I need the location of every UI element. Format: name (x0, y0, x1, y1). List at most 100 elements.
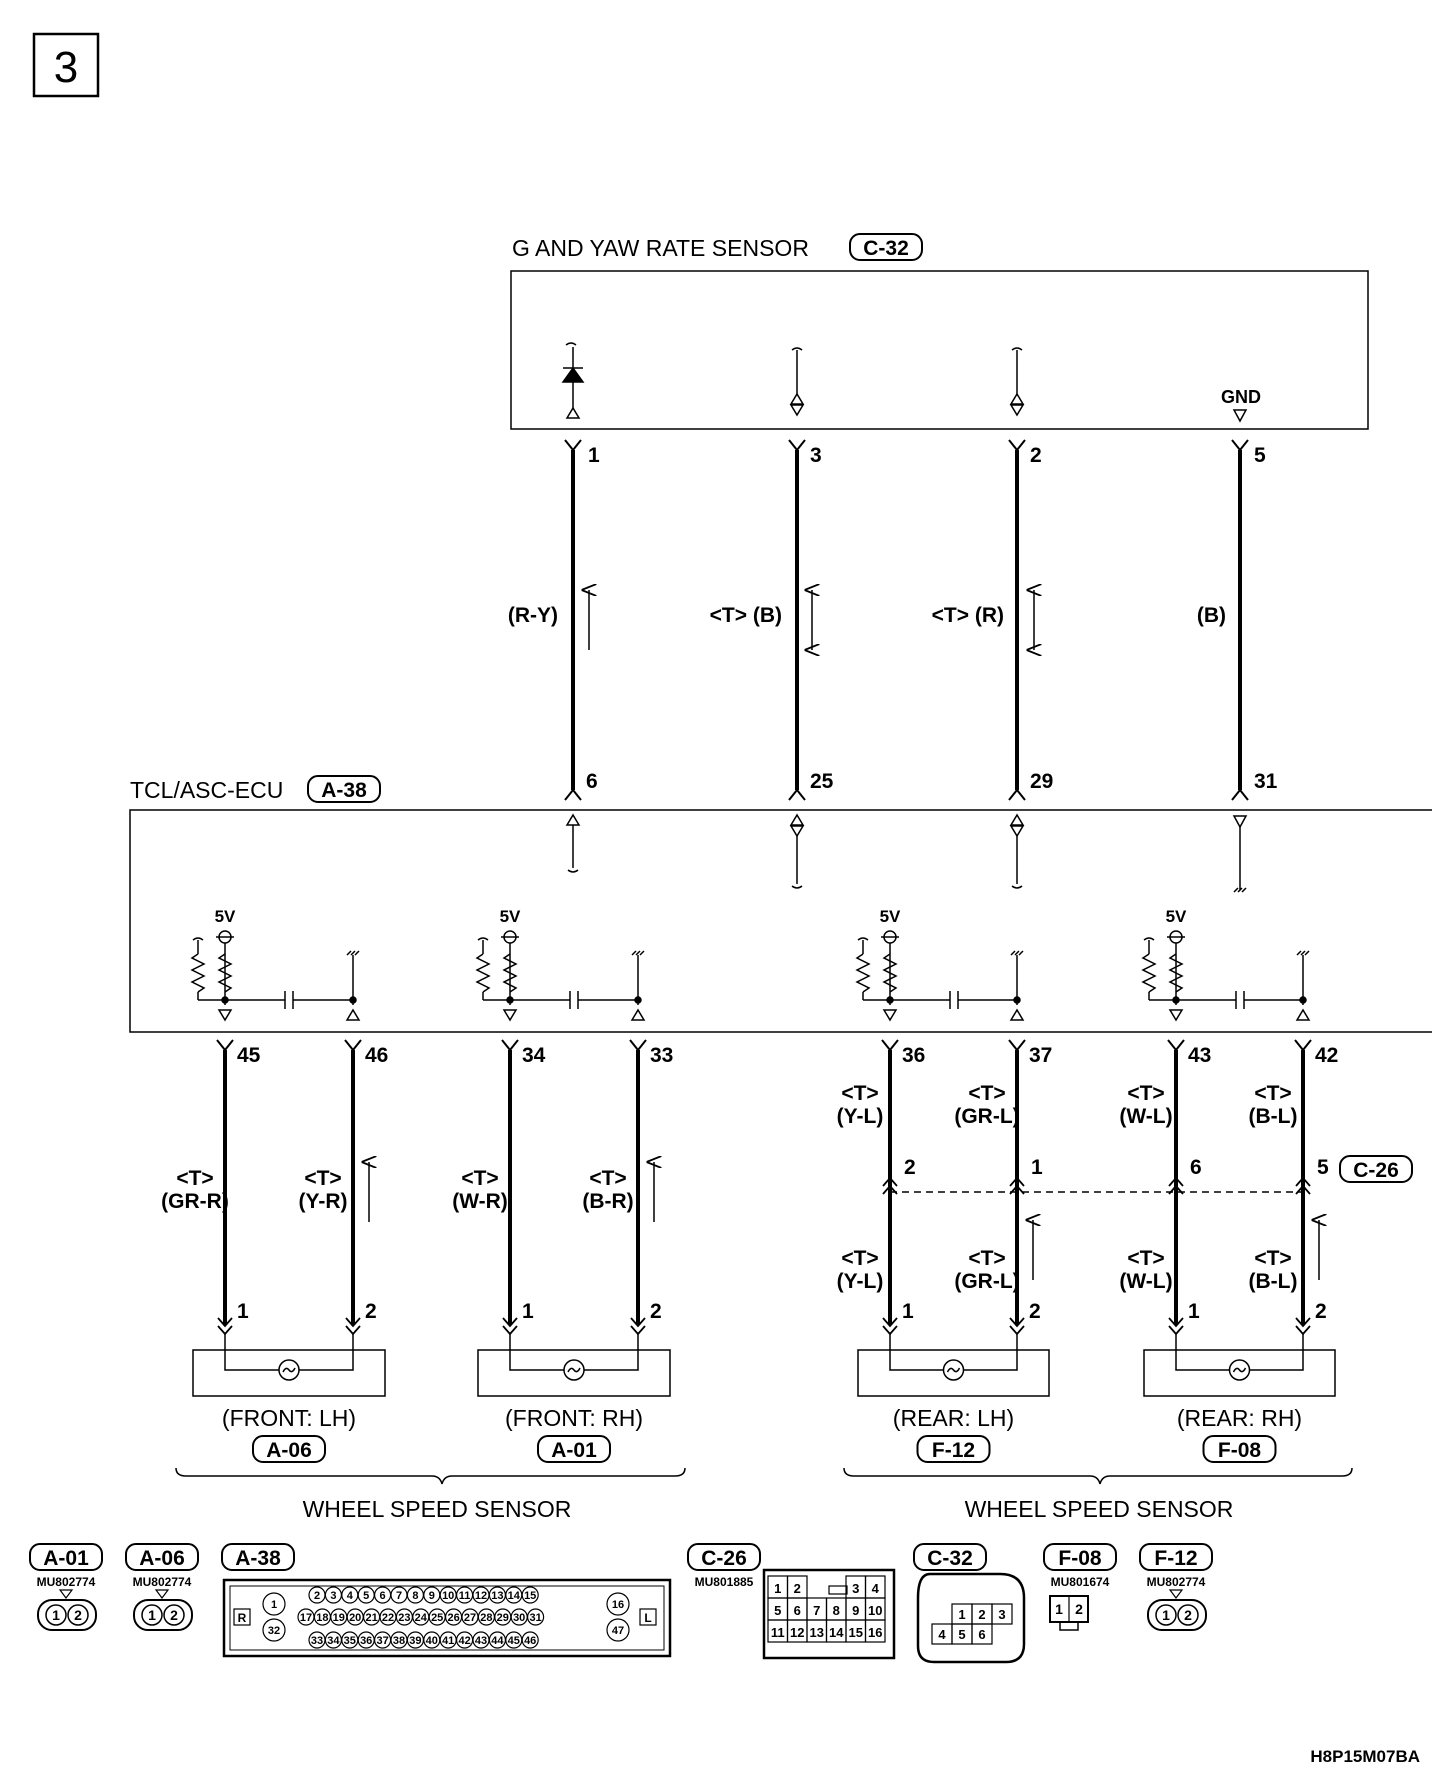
wheel-wire-4-1-color-1: (W-L) (1119, 1105, 1172, 1128)
c32-pin-5: 5 (958, 1627, 965, 1642)
a38-pin-18: 18 (316, 1612, 328, 1624)
wheel-speed-sensor-1-tag-box (252, 1435, 326, 1463)
gyaw-connector-tag-box (849, 233, 923, 261)
a38-pin-11: 11 (459, 1590, 471, 1602)
a38-pin-47: 47 (612, 1625, 624, 1637)
a38-pin-43: 43 (475, 1635, 487, 1647)
ecu-pin-42: 42 (1315, 1044, 1338, 1067)
c26-pin-13: 13 (810, 1625, 824, 1640)
legend-f08: F-08 MU801674 1 2 (1043, 1543, 1117, 1631)
wheel-wire-1-1: 451<T>(GR-R) (161, 1039, 261, 1336)
a38-pin-15-shape (521, 1586, 539, 1604)
c26-pin-5: 5 (1317, 1156, 1329, 1179)
wheel-wire-2-2-color: (B-R) (582, 1190, 633, 1213)
supply-5v-label-1: 5V (215, 907, 236, 926)
c26-pin-1: 1 (1031, 1156, 1043, 1179)
a38-pin-47-shape (606, 1618, 630, 1642)
wheel-speed-sensor-4-connector-tag: F-08 (1218, 1439, 1262, 1462)
wheel-speed-sensor-2-name: (FRONT: RH) (505, 1405, 643, 1431)
a38-pin-5: 5 (363, 1590, 369, 1602)
c32-pin-1: 1 (958, 1607, 965, 1622)
a38-pin-31: 31 (529, 1612, 541, 1624)
a38-pin-25: 25 (431, 1612, 443, 1624)
wheel-wire-2-2: 332<T>(B-R) (582, 1039, 673, 1336)
legend-f08-pin-1: 1 (1055, 1601, 1063, 1617)
c26-pin-16: 16 (868, 1625, 882, 1640)
ecu-title: TCL/ASC-ECU (130, 777, 283, 803)
c26-pin-11: 11 (771, 1625, 785, 1640)
a38-pin-33: 33 (311, 1635, 323, 1647)
rear-group-label: WHEEL SPEED SENSOR (965, 1496, 1234, 1522)
wheel-wire-3-1-color-1: (Y-L) (837, 1105, 884, 1128)
ecu-input-circuit-2: 5V (475, 907, 646, 1022)
a38-pin-22: 22 (382, 1612, 394, 1624)
wheel-wire-4-1-t-1: <T> (1127, 1082, 1164, 1105)
gyaw-sensor-title: G AND YAW RATE SENSOR (512, 235, 809, 261)
legend-a38-side-left: R (238, 1611, 247, 1625)
gyaw-connector-tag: C-32 (863, 237, 909, 260)
legend-a38-tag: A-38 (235, 1547, 281, 1570)
gyaw-wire-1-color: (R-Y) (508, 604, 558, 627)
wheel-wire-4-1-t-2: <T> (1127, 1247, 1164, 1270)
sensor-1-pin-1: 1 (237, 1300, 249, 1323)
legend-f08-tag: F-08 (1058, 1547, 1102, 1570)
a38-pin-39: 39 (409, 1635, 421, 1647)
wheel-sensor-wiring: 451<T>(GR-R)462<T>(Y-R)(FRONT: LH)A-0634… (161, 1039, 1338, 1463)
a38-pin-9: 9 (429, 1590, 435, 1602)
c26-pin-3: 3 (852, 1581, 859, 1596)
a38-pin-45: 45 (508, 1635, 520, 1647)
legend-f08-part: MU801674 (1051, 1575, 1110, 1589)
wheel-wire-1-2: 462<T>(Y-R) (299, 1039, 388, 1336)
a38-pin-28: 28 (480, 1612, 492, 1624)
c26-pin-15: 15 (849, 1625, 863, 1640)
gyaw-sensor-pin-2: 2 (1030, 444, 1042, 467)
legend-a01-pin-1: 1 (52, 1607, 60, 1623)
a38-pin-16: 16 (612, 1599, 624, 1611)
a38-pin-44: 44 (491, 1635, 504, 1647)
gyaw-sensor-pin-3: 3 (810, 444, 822, 467)
ecu-pin-29: 29 (1030, 770, 1053, 793)
c26-pin-2: 2 (794, 1581, 801, 1596)
legend-f12-pin-2: 2 (1184, 1607, 1192, 1623)
page-number-box (32, 32, 100, 98)
legend-a01-tag: A-01 (43, 1547, 89, 1570)
c26-connector-tag-box (1339, 1155, 1413, 1183)
footer-code: H8P15M07BA (1310, 1747, 1420, 1766)
wheel-wire-2-1: 341<T>(W-R) (452, 1039, 546, 1336)
legend-a06-pin-2: 2 (170, 1607, 178, 1623)
a38-pin-8: 8 (412, 1590, 418, 1602)
legend-c32-tag: C-32 (927, 1547, 973, 1570)
legend-f12-tag: F-12 (1154, 1547, 1197, 1570)
wheel-speed-sensor-1-name: (FRONT: LH) (222, 1405, 356, 1431)
a38-pin-7: 7 (396, 1590, 402, 1602)
a38-pin-12: 12 (475, 1590, 487, 1602)
wheel-speed-sensor-4-name: (REAR: RH) (1177, 1405, 1302, 1431)
sensor-2-pin-2: 2 (650, 1300, 662, 1323)
a38-pin-6: 6 (380, 1590, 386, 1602)
sensor-2-pin-1: 1 (522, 1300, 534, 1323)
a38-pin-14: 14 (508, 1590, 521, 1602)
wheel-speed-sensor-4 (1143, 1334, 1336, 1397)
wheel-wire-1-2-t: <T> (304, 1167, 341, 1190)
gyaw-wire-1: 1 6 (R-Y) (508, 439, 600, 801)
wheel-speed-sensor-3-name: (REAR: LH) (893, 1405, 1014, 1431)
ecu-pin-33: 33 (650, 1044, 673, 1067)
legend-a06-pin-1: 1 (148, 1607, 156, 1623)
a38-pin-16-shape (606, 1592, 630, 1616)
gyaw-wire-2: 2 29 <T> (R) (932, 439, 1053, 801)
a38-pin-2: 2 (314, 1590, 320, 1602)
wheel-wire-3-2-t-1: <T> (968, 1082, 1005, 1105)
c26-pin-1: 1 (774, 1581, 781, 1596)
supply-5v-label-3: 5V (880, 907, 901, 926)
a38-pin-20: 20 (349, 1612, 361, 1624)
gyaw-wire-5-color: (B) (1197, 604, 1226, 627)
a38-pin-15: 15 (524, 1590, 536, 1602)
ecu-pin-31: 31 (1254, 770, 1278, 793)
page-number: 3 (54, 43, 78, 92)
c26-pin-16-cell (864, 1619, 886, 1643)
gyaw-sensor-box (510, 270, 1369, 430)
a38-pin-42: 42 (458, 1635, 470, 1647)
